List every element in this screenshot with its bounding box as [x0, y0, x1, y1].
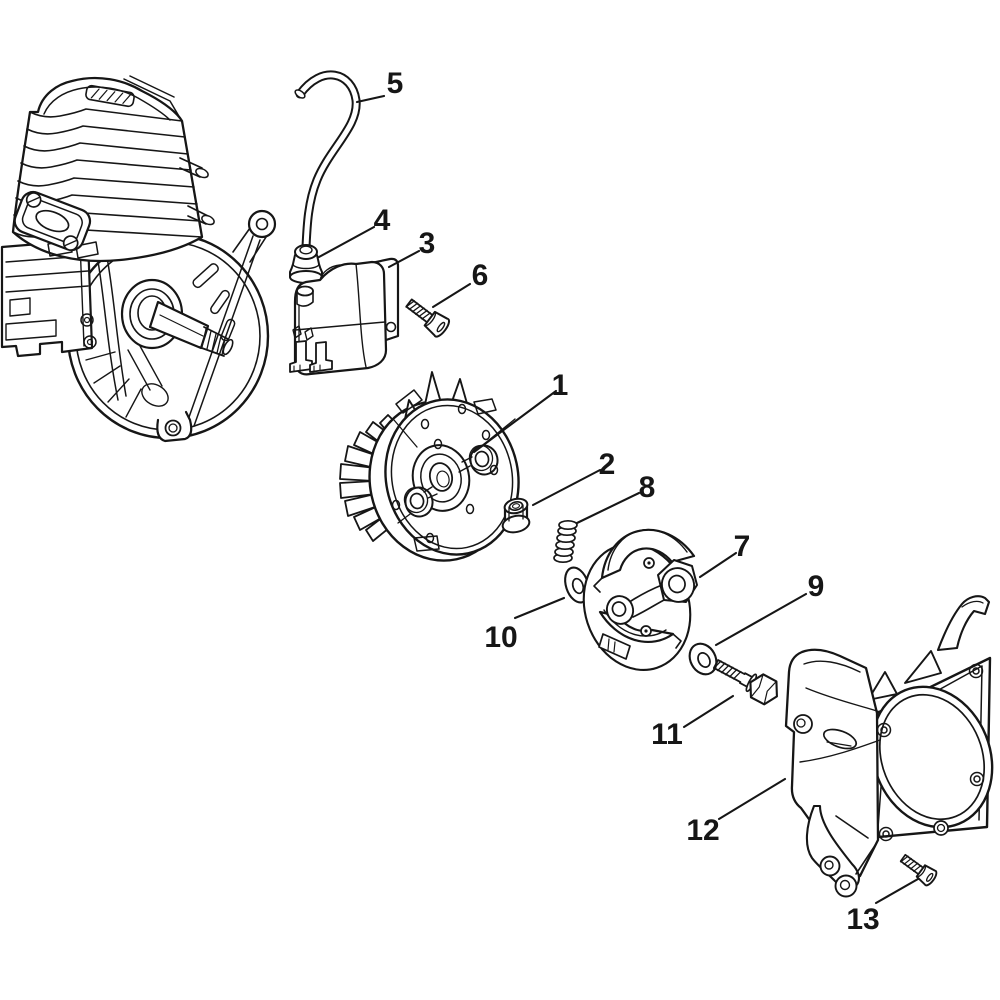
flywheel-boss-left — [403, 486, 434, 518]
callout-6-label: 6 — [472, 259, 489, 292]
callout-12-leader — [717, 777, 787, 821]
callout-13: 13 — [846, 877, 920, 936]
callout-10-leader — [513, 596, 566, 620]
callout-5-leader — [355, 94, 386, 104]
callout-5-label: 5 — [387, 67, 404, 100]
callout-9: 9 — [714, 570, 825, 647]
flywheel-drawing — [339, 371, 520, 562]
callout-7: 7 — [698, 530, 751, 579]
callout-12: 12 — [686, 777, 787, 847]
diagram-ink: 1 2 3 4 5 6 7 8 — [0, 67, 994, 936]
callout-10: 10 — [484, 596, 566, 654]
spark-plug-recess — [85, 84, 135, 108]
screw-6-drawing — [405, 298, 451, 338]
backplate-ear-top — [232, 209, 277, 263]
callout-9-label: 9 — [808, 570, 825, 603]
callout-2-label: 2 — [599, 448, 616, 481]
clutch-boss-right — [657, 559, 698, 603]
callout-8-leader — [575, 491, 641, 525]
callout-11-label: 11 — [651, 718, 683, 751]
callout-7-leader — [698, 551, 738, 579]
washer-9-drawing — [688, 642, 718, 676]
callout-4: 4 — [317, 204, 391, 259]
housing-body — [784, 648, 880, 878]
housing-screw-holes — [876, 663, 985, 842]
callout-8-label: 8 — [639, 471, 656, 504]
housing-hook — [936, 595, 991, 652]
callout-3: 3 — [387, 227, 436, 269]
callout-6-leader — [431, 282, 472, 309]
spark-plug-boot-drawing — [289, 244, 323, 284]
backplate-ear-bottom — [156, 410, 193, 443]
clutch-boss-left — [605, 595, 635, 625]
callout-13-label: 13 — [846, 903, 879, 936]
callout-10-label: 10 — [484, 621, 517, 654]
callout-6: 6 — [431, 259, 489, 309]
callout-1-label: 1 — [552, 369, 569, 402]
callout-13-leader — [874, 877, 920, 905]
callout-1-leader — [472, 389, 558, 454]
hex-bolt-drawing — [712, 659, 778, 706]
callout-3-leader — [387, 249, 421, 269]
callout-4-leader — [317, 225, 376, 259]
ignition-module-drawing — [289, 257, 400, 376]
callouts: 1 2 3 4 5 6 7 8 — [317, 67, 920, 936]
callout-9-leader — [714, 592, 808, 647]
collar-nut-drawing — [501, 497, 531, 534]
callout-4-label: 4 — [374, 204, 391, 237]
crankcase-block — [0, 238, 94, 358]
ignition-lead-drawing — [294, 70, 361, 252]
callout-2-leader — [531, 468, 602, 507]
callout-8: 8 — [575, 471, 656, 525]
fan-housing-drawing — [784, 595, 994, 898]
clutch-shoe-top — [600, 528, 696, 580]
callout-3-label: 3 — [419, 227, 436, 260]
clutch-spring-drawing — [553, 519, 578, 564]
callout-7-label: 7 — [734, 530, 751, 563]
callout-12-label: 12 — [686, 814, 719, 847]
callout-11: 11 — [651, 694, 735, 751]
crankshaft — [120, 278, 234, 357]
callout-11-leader — [682, 694, 735, 729]
exhaust-flange — [13, 190, 92, 252]
callout-2: 2 — [531, 448, 616, 507]
screw-13-drawing — [899, 853, 938, 887]
callout-5: 5 — [355, 67, 404, 104]
callout-1: 1 — [472, 369, 569, 454]
clutch-drawing — [582, 528, 698, 672]
engine-assembly-drawing — [0, 75, 277, 443]
flywheel-holes — [391, 403, 499, 544]
